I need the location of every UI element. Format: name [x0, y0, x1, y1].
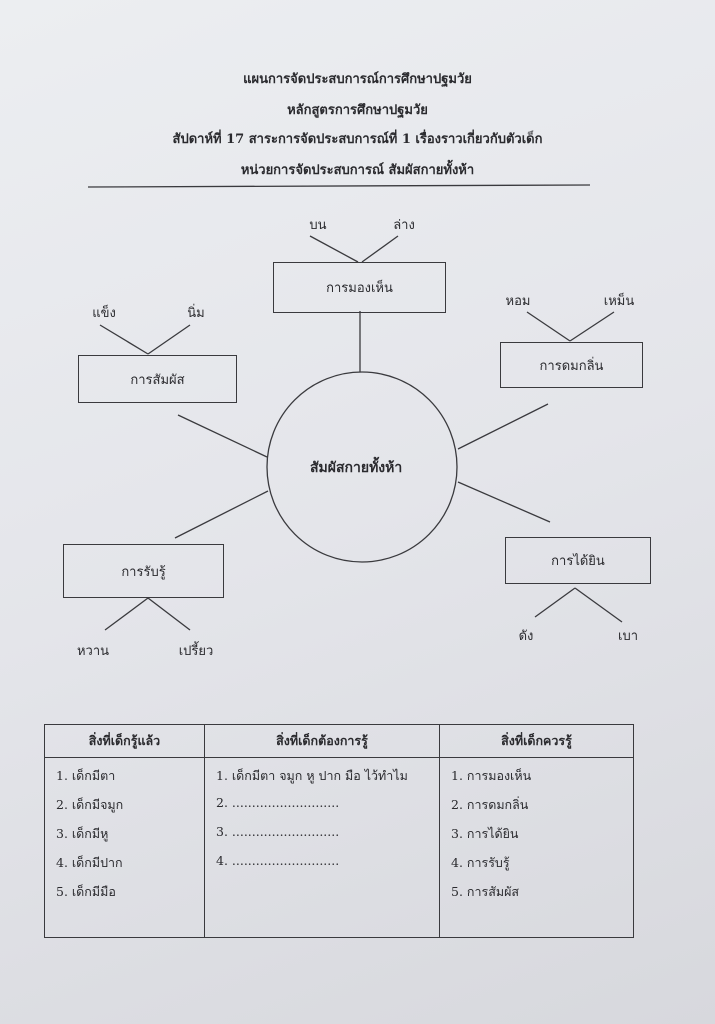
list-item: 2. ........................... — [216, 795, 340, 810]
list-item: 4. ........................... — [216, 853, 340, 868]
header-want: สิ่งที่เด็กต้องการรู้ — [204, 724, 440, 758]
list-item: 3. การได้ยิน — [451, 826, 519, 841]
label-sour: เปรี้ยว — [178, 644, 214, 659]
header-rule — [87, 184, 591, 188]
col-want: 1. เด็กมีตา จมูก หู ปาก มือ ไว้ทำไม 2. .… — [204, 757, 440, 938]
center-circle — [266, 371, 458, 563]
box-touch: การสัมผัส — [78, 355, 237, 403]
list-item: 2. การดมกลิ่น — [451, 797, 529, 812]
title-line-3: สัปดาห์ที่ 17 สาระการจัดประสบการณ์ที่ 1 … — [172, 132, 543, 147]
table-header-row: สิ่งที่เด็กรู้แล้ว สิ่งที่เด็กต้องการรู้… — [44, 724, 634, 758]
list-item: 5. การสัมผัส — [451, 884, 520, 899]
list-item: 1. เด็กมีตา จมูก หู ปาก มือ ไว้ทำไม — [216, 768, 408, 783]
label-soft: นิ่ม — [187, 306, 205, 321]
list-item: 3. เด็กมีหู — [56, 826, 109, 841]
label-stinky: เหม็น — [603, 294, 635, 309]
label-down: ล่าง — [393, 218, 415, 233]
list-item: 4. การรับรู้ — [451, 855, 510, 870]
kwl-table: สิ่งที่เด็กรู้แล้ว สิ่งที่เด็กต้องการรู้… — [44, 724, 634, 938]
label-hard: แข็ง — [92, 306, 116, 321]
label-sweet: หวาน — [76, 644, 110, 659]
title-line-4: หน่วยการจัดประสบการณ์ สัมผัสกายทั้งห้า — [240, 163, 475, 178]
box-taste: การรับรู้ — [63, 544, 224, 598]
label-fragrant: หอม — [505, 294, 531, 309]
list-item: 2. เด็กมีจมูก — [56, 797, 124, 812]
label-loud: ดัง — [518, 629, 534, 644]
center-label: สัมผัสกายทั้งห้า — [310, 460, 403, 476]
box-hearing: การได้ยิน — [505, 537, 651, 584]
box-smell: การดมกลิ่น — [500, 342, 643, 388]
header-should: สิ่งที่เด็กควรรู้ — [439, 724, 634, 758]
title-line-2: หลักสูตรการศึกษาปฐมวัย — [287, 103, 428, 118]
list-item: 1. เด็กมีตา — [56, 768, 116, 783]
col-known: 1. เด็กมีตา 2. เด็กมีจมูก 3. เด็กมีหู 4.… — [44, 757, 205, 938]
col-should: 1. การมองเห็น 2. การดมกลิ่น 3. การได้ยิน… — [439, 757, 634, 938]
list-item: 5. เด็กมีมือ — [56, 884, 116, 899]
box-seeing: การมองเห็น — [273, 262, 446, 313]
table-row: 1. เด็กมีตา 2. เด็กมีจมูก 3. เด็กมีหู 4.… — [44, 757, 634, 938]
header-known: สิ่งที่เด็กรู้แล้ว — [44, 724, 205, 758]
list-item: 4. เด็กมีปาก — [56, 855, 123, 870]
list-item: 1. การมองเห็น — [451, 768, 532, 783]
title-line-1: แผนการจัดประสบการณ์การศึกษาปฐมวัย — [243, 72, 472, 87]
list-item: 3. ........................... — [216, 824, 340, 839]
label-soft-sound: เบา — [618, 629, 638, 644]
label-up: บน — [309, 218, 327, 233]
